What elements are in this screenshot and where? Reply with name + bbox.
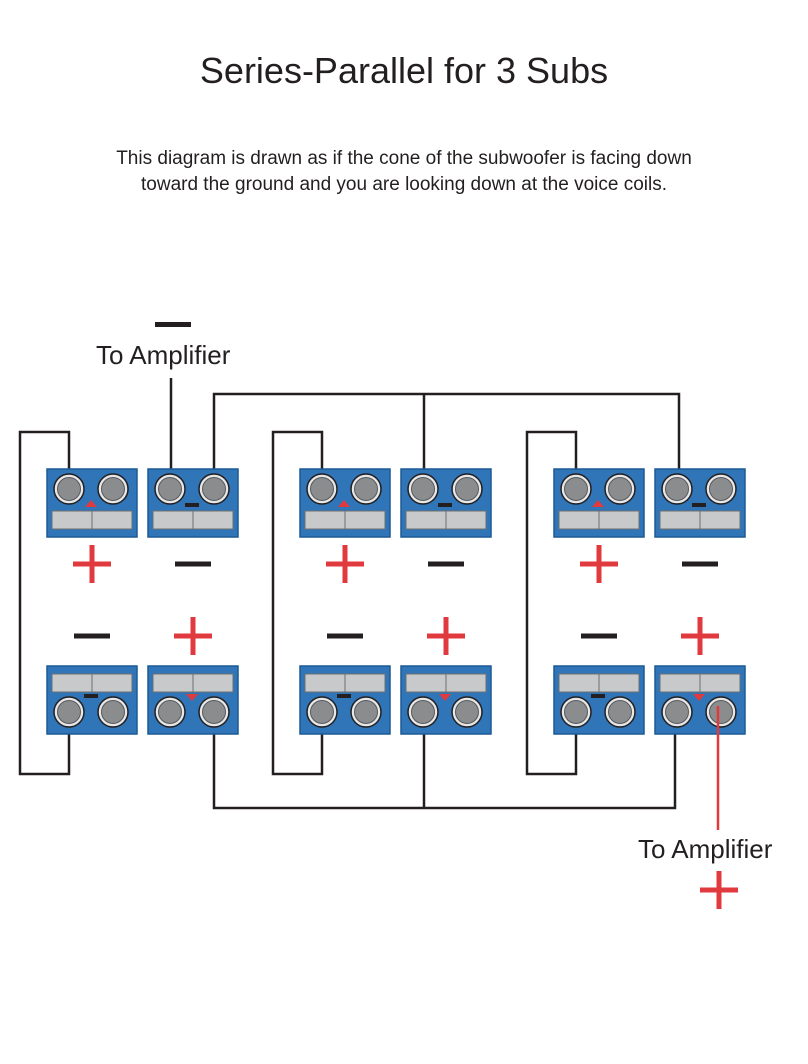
sub-1-bottom-negative-block-left-screw-icon bbox=[57, 700, 81, 724]
sub-1-top-negative-block-left-screw-icon bbox=[158, 477, 182, 501]
sub-3-top-positive-block bbox=[553, 468, 645, 538]
sub-3-top-left-sign bbox=[580, 545, 618, 583]
sub-2 bbox=[299, 468, 492, 735]
sub-1-bottom-left-sign bbox=[74, 633, 110, 639]
sub-3-top-positive-block-positive-marker bbox=[592, 500, 604, 507]
sub-3-top-positive-block-left-screw-icon bbox=[564, 477, 588, 501]
sub-3-bottom-positive-block bbox=[654, 665, 746, 735]
sub-3-bottom-right-sign bbox=[681, 617, 719, 655]
sub-2-top-left-sign bbox=[326, 545, 364, 583]
sub-2-top-positive-block-right-screw-icon bbox=[354, 477, 378, 501]
sub-3-top-negative-block-right-screw-icon bbox=[709, 477, 733, 501]
sub-1-top-negative-block-right-screw-icon bbox=[202, 477, 226, 501]
positive-amp-label: To Amplifier bbox=[638, 834, 773, 864]
sub-1-top-negative-block bbox=[147, 468, 239, 538]
sub-3-top-negative-block-left-screw-icon bbox=[665, 477, 689, 501]
sub-1-bottom-negative-block bbox=[46, 665, 138, 735]
sub-1-bottom-positive-block-right-screw-icon bbox=[202, 700, 226, 724]
sub-1-bottom-negative-block-negative-marker bbox=[84, 694, 98, 698]
sub-1-top-right-sign bbox=[175, 561, 211, 567]
sub-1-top-negative-block-negative-marker bbox=[185, 503, 199, 507]
sub-1-bottom-positive-block bbox=[147, 665, 239, 735]
sub-3-top-negative-block bbox=[654, 468, 746, 538]
sub-2-bottom-right-sign bbox=[427, 617, 465, 655]
page-title: Series-Parallel for 3 Subs bbox=[199, 50, 609, 91]
sub-3-bottom-negative-block-right-screw-icon bbox=[608, 700, 632, 724]
sub-2-bottom-left-sign bbox=[327, 633, 363, 639]
description-line-2: toward the ground and you are looking do… bbox=[141, 174, 667, 195]
sub-3-bottom-positive-block-left-screw-icon bbox=[665, 700, 689, 724]
wires bbox=[18, 378, 681, 810]
sub-2-top-negative-block-negative-marker bbox=[438, 503, 452, 507]
sub-2-top-positive-block bbox=[299, 468, 391, 538]
sub-1-bottom-positive-block-positive-marker bbox=[186, 694, 198, 701]
sub-2-bottom-negative-block-negative-marker bbox=[337, 694, 351, 698]
sub-2-bottom-negative-block-left-screw-icon bbox=[310, 700, 334, 724]
description-line-1: This diagram is drawn as if the cone of … bbox=[116, 148, 692, 169]
sub-2-bottom-positive-block-right-screw-icon bbox=[455, 700, 479, 724]
sub-2-bottom-negative-block-right-screw-icon bbox=[354, 700, 378, 724]
sub-3-coil-link-wire bbox=[525, 430, 578, 776]
sub-3 bbox=[553, 468, 746, 735]
sub-2-top-right-sign bbox=[428, 561, 464, 567]
amp-negative-symbol bbox=[155, 322, 191, 327]
sub-3-top-right-sign bbox=[682, 561, 718, 567]
sub-3-bottom-negative-block bbox=[553, 665, 645, 735]
sub-3-signs bbox=[580, 545, 719, 655]
sub-3-top-positive-block-right-screw-icon bbox=[608, 477, 632, 501]
sub-1-top-positive-block-positive-marker bbox=[85, 500, 97, 507]
terminal-blocks bbox=[46, 468, 746, 735]
sub-1-top-positive-block-left-screw-icon bbox=[57, 477, 81, 501]
bottom-bus-wire bbox=[212, 712, 677, 810]
sub-2-bottom-positive-block-left-screw-icon bbox=[411, 700, 435, 724]
sub-1-bottom-negative-block-right-screw-icon bbox=[101, 700, 125, 724]
sub-2-top-negative-block-right-screw-icon bbox=[455, 477, 479, 501]
sub-3-bottom-positive-block-right-screw-icon bbox=[709, 700, 733, 724]
sub-2-signs bbox=[326, 545, 465, 655]
top-bus-wire bbox=[212, 392, 681, 489]
sub-2-top-positive-block-positive-marker bbox=[338, 500, 350, 507]
sub-1-top-positive-block bbox=[46, 468, 138, 538]
sub-2-coil-link-wire bbox=[271, 430, 324, 776]
sub-3-top-negative-block-negative-marker bbox=[692, 503, 706, 507]
sub-3-bottom-negative-block-left-screw-icon bbox=[564, 700, 588, 724]
sub-1-signs bbox=[73, 545, 212, 655]
sub-1-bottom-positive-block-left-screw-icon bbox=[158, 700, 182, 724]
amp-positive-symbol bbox=[700, 871, 738, 909]
sub-2-bottom-negative-block bbox=[299, 665, 391, 735]
sub-2-bottom-positive-block bbox=[400, 665, 492, 735]
sub-2-top-negative-block bbox=[400, 468, 492, 538]
polarity-signs bbox=[73, 545, 719, 655]
sub-3-bottom-left-sign bbox=[581, 633, 617, 639]
sub-1-top-positive-block-right-screw-icon bbox=[101, 477, 125, 501]
sub-1-coil-link-wire bbox=[18, 430, 71, 776]
negative-amp-label: To Amplifier bbox=[96, 340, 231, 370]
sub-1-bottom-right-sign bbox=[174, 617, 212, 655]
sub-1 bbox=[46, 468, 239, 735]
sub-2-top-positive-block-left-screw-icon bbox=[310, 477, 334, 501]
sub-3-bottom-negative-block-negative-marker bbox=[591, 694, 605, 698]
sub-2-top-negative-block-left-screw-icon bbox=[411, 477, 435, 501]
sub-3-bottom-positive-block-positive-marker bbox=[693, 694, 705, 701]
sub-2-bottom-positive-block-positive-marker bbox=[439, 694, 451, 701]
diagram-description: This diagram is drawn as if the cone of … bbox=[0, 146, 808, 198]
sub-1-top-left-sign bbox=[73, 545, 111, 583]
